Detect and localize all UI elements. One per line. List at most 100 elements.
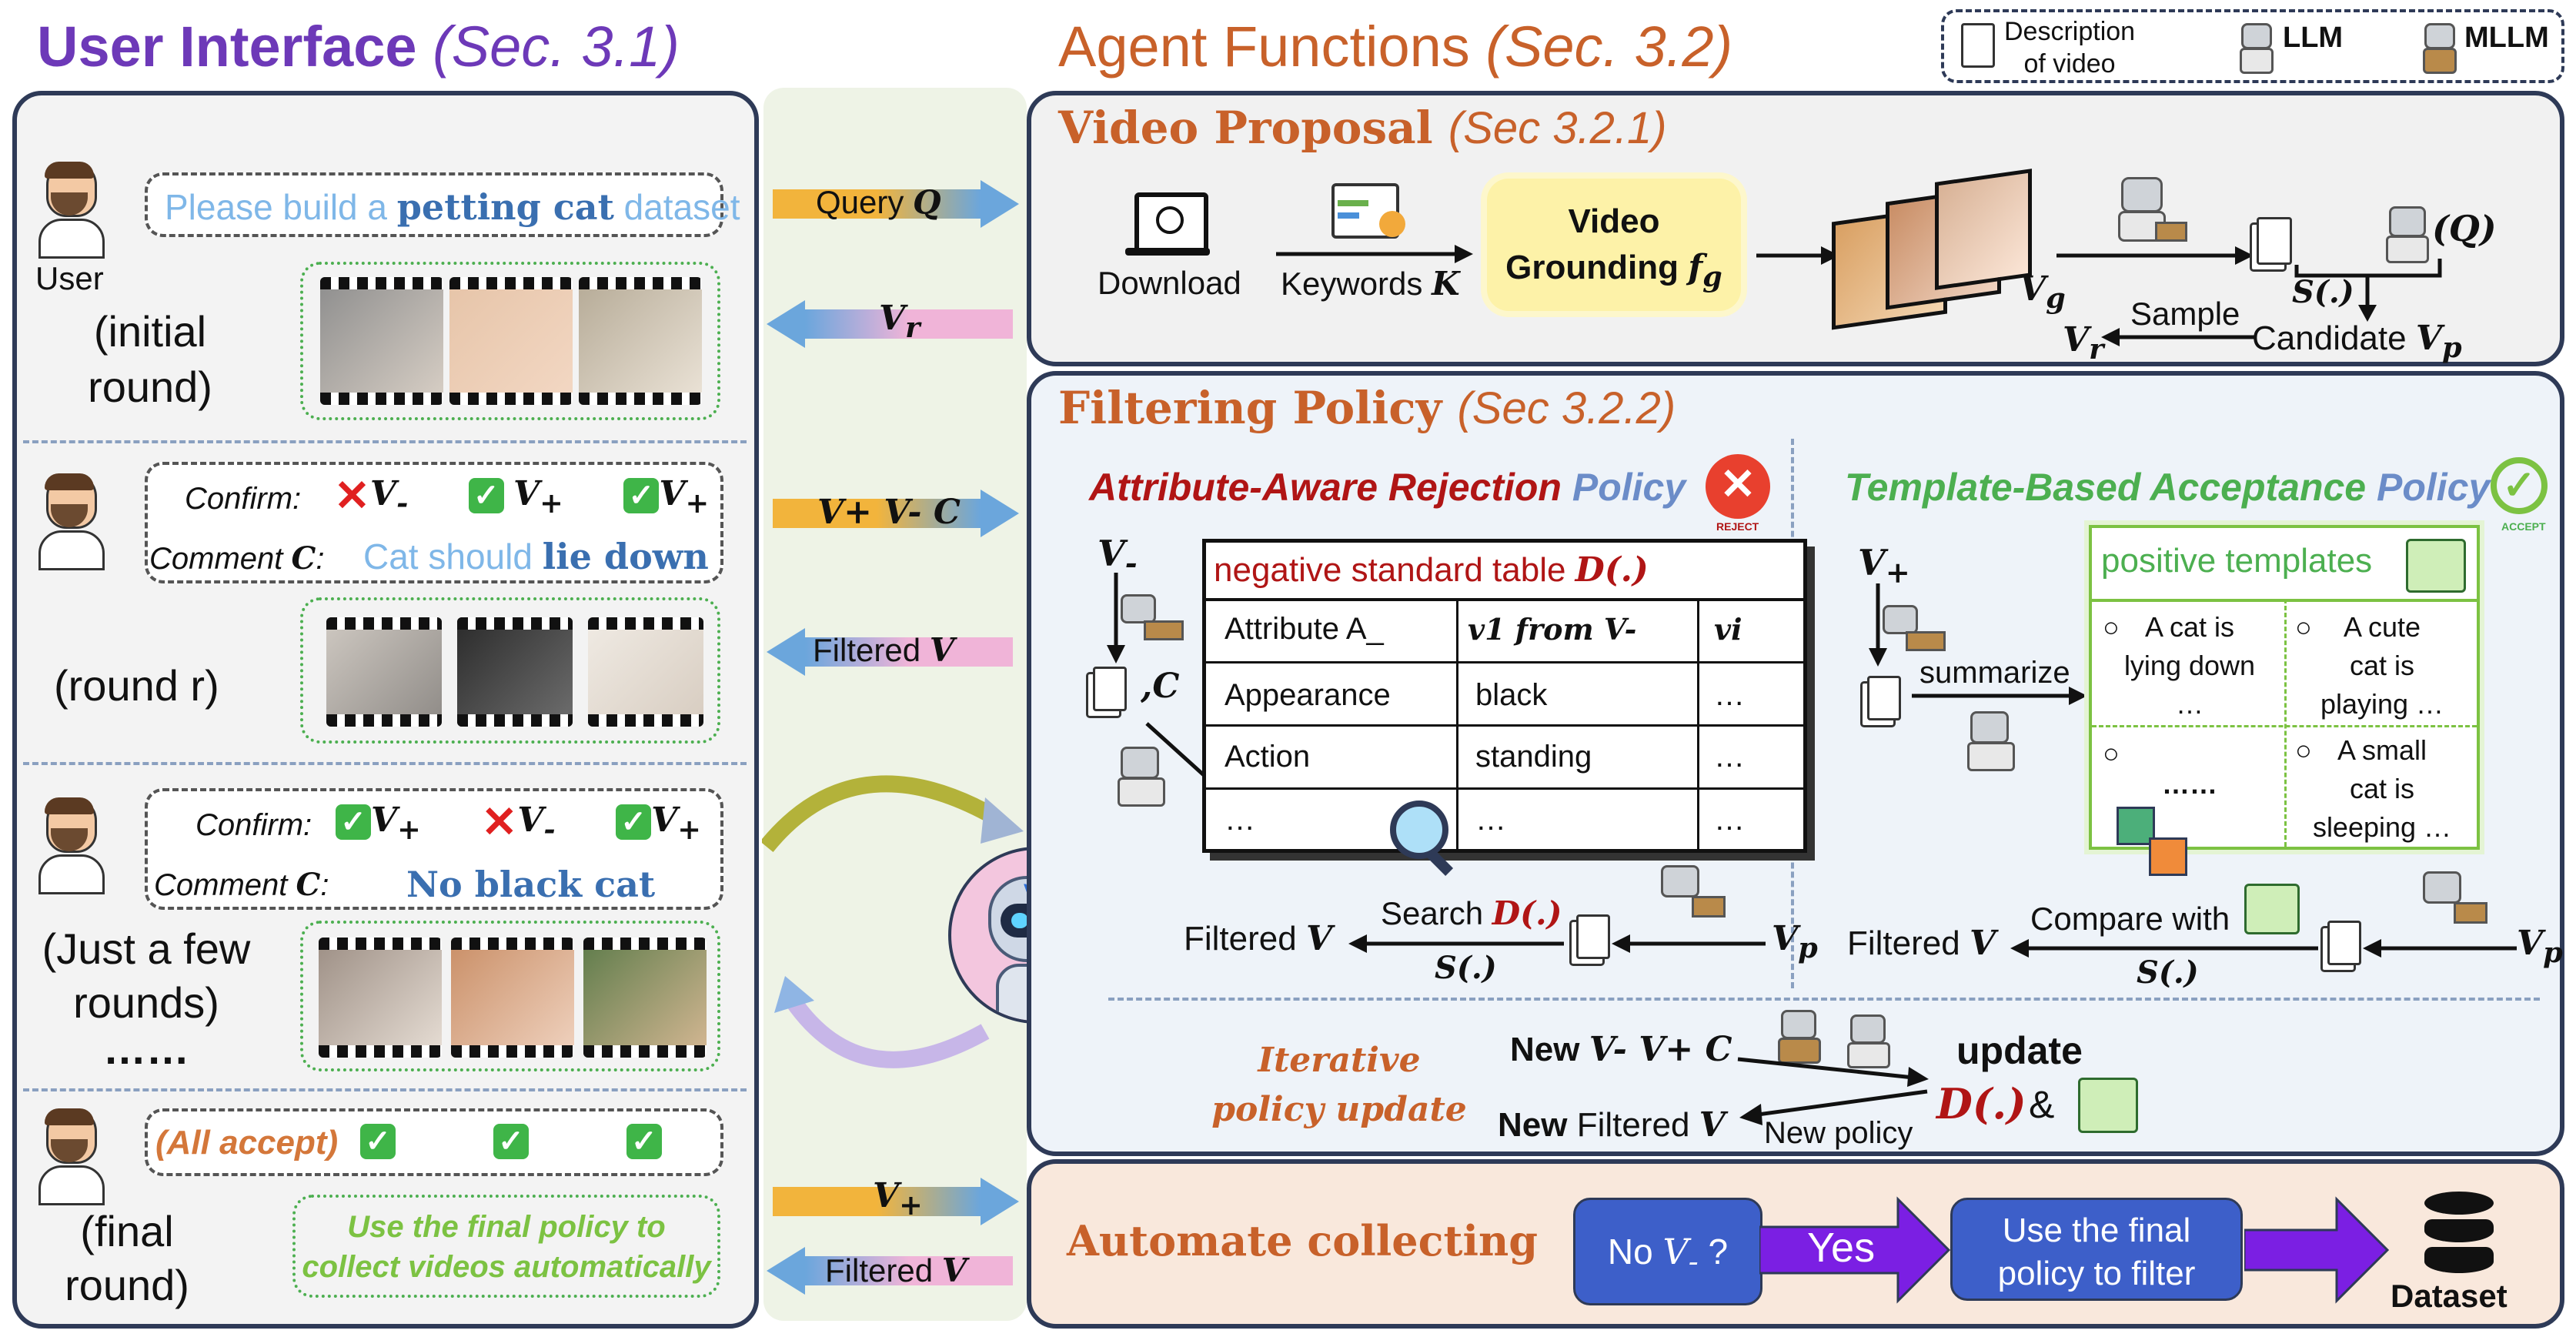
comment-var: C [296,867,321,903]
filtered-text: Filtered [1847,924,1970,962]
s-func-label: S(.) [2292,274,2354,310]
reject-arrow-vp [1612,934,1766,953]
comment-1: Cat should lie down [363,536,709,577]
accept-arrow-vp [2363,939,2517,958]
filtered-text: Filtered [813,632,930,668]
yes-label: Yes [1807,1225,1876,1271]
accept-check-icon: ✓ [360,1124,396,1159]
candidate-text: Candidate [2252,319,2416,357]
request-pre: Please build a [165,187,397,227]
use-final-2: policy to filter [1997,1255,2196,1292]
new-filtered-prefix: New [1498,1106,1577,1144]
feedback-bubble-round-r: Confirm: ✕V- ✓ V+ ✓V+ Comment C: Cat sho… [145,462,723,583]
feedback-bubble-few-rounds: Confirm: ✓V+ ✕V- ✓V+ Comment C: No black… [145,788,723,910]
final-bubble-1: Use the final policy to [347,1210,666,1244]
template-item: ○ A cat is lying down … [2103,608,2277,724]
separator-1 [23,440,747,443]
vp-label-reject: Vp [1772,919,1818,964]
agent-title: Agent Functions (Sec. 3.2) [1058,14,1732,79]
template-line: …… [2162,768,2217,800]
new-prefix: New [1510,1031,1589,1068]
filtered-text: Filtered [825,1252,942,1289]
compare-label: Compare with [2030,901,2230,937]
templates-icon [2078,1078,2138,1133]
new-filtered-text: Filtered [1576,1106,1699,1144]
vp-sub: p [1798,931,1818,964]
final-round-label: (final round) [38,1205,216,1312]
no-v-box: No V- ? [1573,1198,1762,1305]
query-label: Query Q [816,183,941,221]
table-cell: … [1714,803,1745,837]
template-line: cat is [2349,650,2415,681]
all-accept-bubble: (All accept) ✓ ✓ ✓ [145,1108,723,1176]
video-strip-2 [300,597,720,744]
legend-desc-2: of video [2023,49,2116,79]
filtered-final-label: Filtered V [825,1252,967,1289]
llm-robot-icon [2234,23,2275,74]
template-item: ○ A cute cat is playing … [2295,608,2469,724]
legend-description: Description of video [2004,15,2135,80]
update-label: update [1956,1029,2083,1072]
video-thumbnail [449,277,573,405]
dataset-label: Dataset [2391,1278,2508,1314]
mllm-robot-icon [1883,605,1946,651]
agent-title-sec: (Sec. 3.2) [1485,15,1733,79]
reject-title-b: Policy [1572,466,1686,509]
table-cell: … [1714,740,1745,774]
video-thumbnail [579,277,702,405]
video-thumbnail [319,938,442,1058]
table-cell: standing [1475,740,1592,774]
request-bold: petting cat [396,186,614,228]
s-func-accept: S(.) [2137,954,2199,991]
final-round-2: round) [65,1261,189,1309]
table-cell: Action [1225,740,1311,774]
comment-label: Comment C: [154,867,329,903]
vminus-var: V [1098,533,1125,574]
s-func-reject: S(.) [1435,950,1497,986]
just-few-3: …… [103,1024,189,1073]
video-thumbnail [583,938,707,1058]
download-label: Download [1098,265,1241,301]
table-cell: … [1225,803,1255,837]
vp-arrow-sample [2101,328,2255,346]
accept-check-icon: ✓ [336,804,371,841]
vr-label: Vr [879,299,920,344]
reject-x-icon: ✕ [481,797,518,847]
video-thumbnail [326,617,442,727]
vr-sub: r [905,310,920,344]
no-v-text: No [1607,1232,1663,1272]
template-line: sleeping … [2312,811,2452,843]
comment-label-text: Comment [149,542,292,576]
fp-title-text: Filtering Policy [1058,382,1442,434]
mllm-robot-icon [1653,865,1726,922]
new-filtered-label: New Filtered V [1498,1105,1726,1145]
table-cell: black [1475,678,1548,712]
search-text: Search [1381,895,1492,931]
table-cell: … [1475,803,1506,837]
video-strip-1 [300,262,720,420]
candidate-var: V [2415,319,2442,358]
template-line: … [2176,688,2203,720]
accept-policy-title: Template-Based Acceptance Policy [1845,465,2490,510]
q-label: (Q) [2432,208,2497,249]
description-icon [2257,217,2292,265]
just-few-1: (Just a few [42,924,251,973]
arrow-vplus-final [773,1178,1019,1225]
positive-templates-box: positive templates ○ A cat is lying down… [2089,525,2480,850]
vr-out-label: Vr [2063,320,2103,366]
table-header-v1: v1 from V- [1468,612,1637,647]
keywords-text: Keywords [1281,266,1432,302]
query-var: Q [913,183,941,221]
filtered-v-reject: Filtered V [1184,919,1332,958]
vp-label-accept: Vp [2517,924,2563,969]
comment-label: Comment C: [149,540,324,577]
automate-title: Automate collecting [1067,1216,1538,1265]
middle-arrows [762,180,1024,1295]
round-r-label: (round r) [54,661,219,710]
iterative-divider [1108,998,2540,1001]
database-icon [2424,1192,2494,1276]
vp-arrow-3 [2056,246,2254,265]
dataset-arrow [2244,1196,2390,1304]
filtered-var: V [941,1252,967,1289]
accept-arrow-out [2010,939,2318,958]
